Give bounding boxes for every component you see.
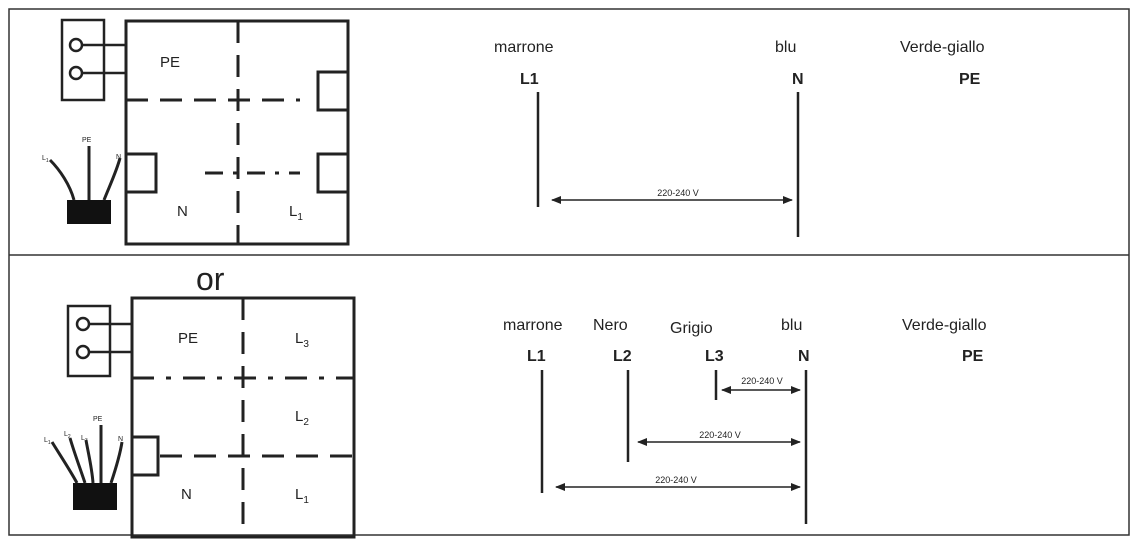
phase-label-l2: L2	[613, 348, 632, 365]
or-separator: or	[196, 261, 225, 297]
screw-icon	[68, 37, 84, 53]
screw-icon	[75, 344, 91, 360]
wire-color-verde-giallo: Verde-giallo	[900, 39, 985, 56]
phase-label-n: N	[792, 71, 804, 88]
phase-label-n: N	[798, 348, 810, 365]
cable-sheath	[73, 483, 117, 510]
wire-color-marrone: marrone	[503, 317, 563, 334]
voltage-label-l1-n: 220-240 V	[655, 475, 697, 485]
box-label-pe: PE	[178, 330, 198, 347]
cable-label-n: N	[118, 436, 123, 443]
box-label-l3: L3	[295, 330, 309, 350]
phase-label-l3: L3	[705, 348, 724, 365]
phase-label-pe: PE	[962, 348, 984, 365]
wire-color-blu: blu	[781, 317, 802, 334]
terminal-tab	[316, 70, 350, 112]
box-label-n: N	[177, 203, 188, 220]
box-label-pe: PE	[160, 54, 180, 71]
bottom-terminal-diagram: PE L3 L2 N L1 L1 L2 L3 PE N	[44, 296, 356, 539]
phase-label-l1: L1	[520, 71, 539, 88]
cable-label-l2: L2	[64, 431, 71, 440]
top-terminal-diagram: PE N L1 L1 PE N	[42, 18, 350, 246]
ground-connector	[66, 304, 112, 378]
cable-sheath	[67, 200, 111, 224]
screw-icon	[75, 316, 91, 332]
terminal-tab	[316, 152, 350, 194]
phase-label-l1: L1	[527, 348, 546, 365]
cable-label-pe: PE	[82, 137, 92, 144]
wire-color-grigio: Grigio	[670, 320, 713, 337]
wire-color-marrone: marrone	[494, 39, 554, 56]
box-label-l1: L1	[295, 486, 309, 506]
voltage-label: 220-240 V	[657, 188, 699, 198]
wire-color-blu: blu	[775, 39, 796, 56]
screw-icon	[68, 65, 84, 81]
cable-label-l3: L3	[81, 435, 88, 444]
wire-color-nero: Nero	[593, 317, 628, 334]
ground-connector	[60, 18, 106, 102]
terminal-tab	[124, 152, 158, 194]
box-label-l1: L1	[289, 203, 303, 223]
cable-label-n: N	[116, 154, 121, 161]
voltage-label-l3-n: 220-240 V	[741, 376, 783, 386]
terminal-tab	[130, 435, 160, 477]
cable-label-l1: L1	[42, 155, 49, 164]
phase-label-pe: PE	[959, 71, 981, 88]
cable-label-l1: L1	[44, 437, 51, 446]
top-voltage-chart: marrone blu Verde-giallo L1 N PE 220-240…	[494, 39, 985, 237]
outer-frame	[8, 8, 1130, 536]
voltage-label-l2-n: 220-240 V	[699, 430, 741, 440]
wire-color-verde-giallo: Verde-giallo	[902, 317, 987, 334]
cable-label-pe: PE	[93, 416, 103, 423]
box-label-n: N	[181, 486, 192, 503]
bottom-voltage-chart: marrone Nero Grigio blu Verde-giallo L1 …	[503, 317, 987, 524]
box-label-l2: L2	[295, 408, 309, 428]
